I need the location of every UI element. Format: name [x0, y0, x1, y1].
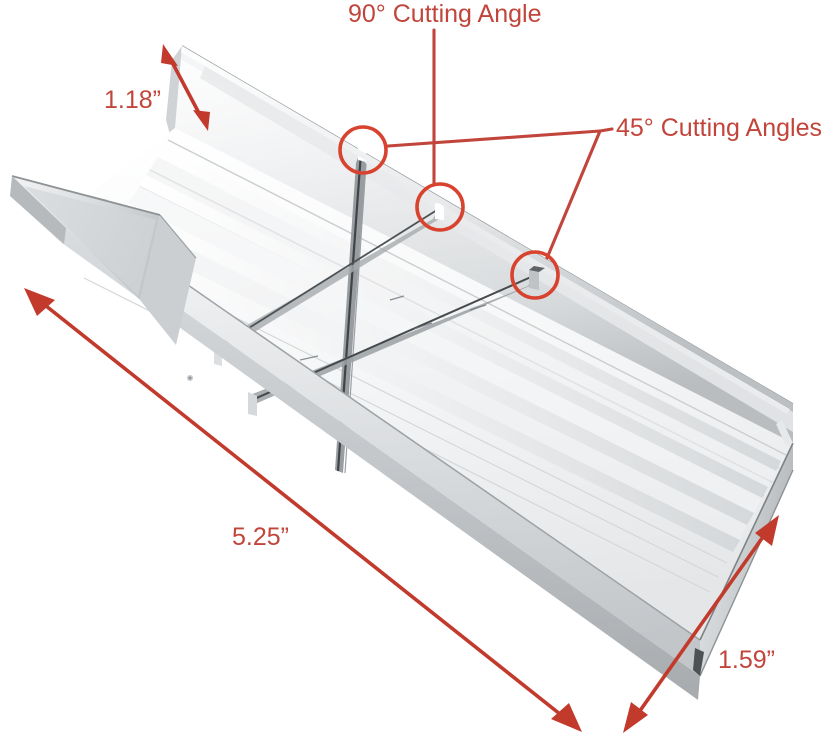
callout-ring-slot-45-left	[338, 125, 388, 175]
label-dimension-length: 5.25”	[232, 523, 289, 551]
leader-45-right	[545, 129, 602, 260]
callout-ring-slot-90-middle	[415, 182, 465, 232]
label-dimension-width: 1.59”	[718, 646, 775, 674]
label-dimension-height: 1.18”	[104, 86, 161, 114]
dimension-arrow-width	[623, 515, 779, 733]
dimension-arrow-length	[24, 288, 582, 732]
dimension-arrow-height	[161, 44, 210, 131]
back-wall-top-rail	[181, 46, 793, 410]
label-45-cutting-angles: 45° Cutting Angles	[616, 114, 822, 142]
annotation-layer: 90° Cutting Angle 45° Cutting Angles 1.1…	[24, 0, 822, 733]
label-90-cutting-angle: 90° Cutting Angle	[348, 0, 541, 28]
leader-45-to-label	[598, 127, 614, 133]
leader-45-left	[386, 129, 602, 148]
callout-ring-slot-45-right	[510, 250, 560, 300]
left-end-wall	[10, 175, 197, 345]
